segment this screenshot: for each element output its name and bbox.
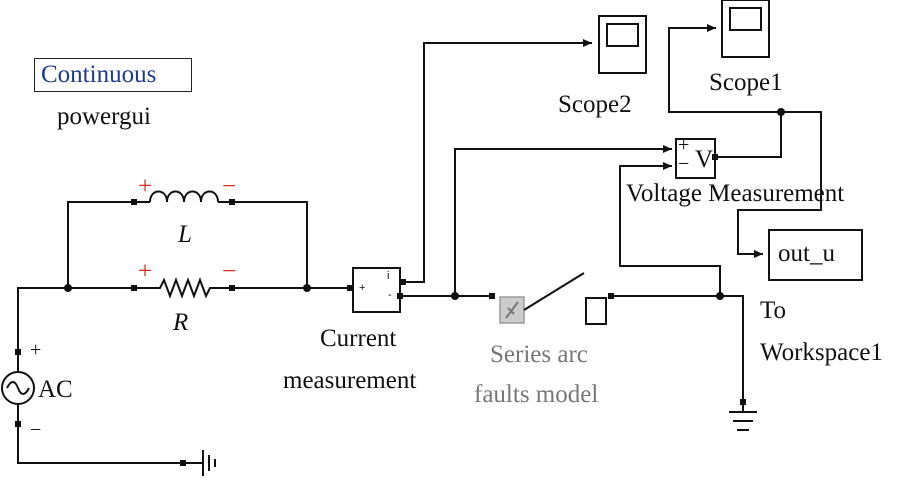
to-workspace-label-line2: Workspace1 <box>760 339 883 366</box>
sine-icon <box>6 381 30 395</box>
inductor-minus: − <box>222 173 237 200</box>
resistor-plus: + <box>138 258 153 285</box>
inductor-plus: + <box>138 173 153 200</box>
scope1-block[interactable] <box>721 0 770 58</box>
voltage-meas-port-minus: − <box>678 153 690 175</box>
scope2-label: Scope2 <box>558 91 632 118</box>
voltage-measurement-block[interactable] <box>675 138 718 179</box>
to-workspace-label-line1: To <box>760 297 787 324</box>
current-meas-port-plus: + <box>359 282 366 294</box>
series-arc-fault-block[interactable] <box>489 272 614 325</box>
resistor-minus: − <box>222 258 237 285</box>
resistor-block[interactable] <box>131 277 235 299</box>
ac-plus: + <box>30 339 42 361</box>
current-measurement-block[interactable] <box>347 267 406 313</box>
current-meas-port-i: i <box>387 270 390 282</box>
voltage-meas-label: Voltage Measurement <box>626 180 845 207</box>
ac-label: AC <box>38 376 73 403</box>
current-meas-port-minus: - <box>388 289 392 301</box>
arc-fault-label-line2: faults model <box>474 381 599 408</box>
wires <box>17 24 822 464</box>
to-workspace-block[interactable] <box>768 229 863 281</box>
voltage-meas-port-plus: + <box>678 134 690 156</box>
current-meas-label-line1: Current <box>320 325 397 352</box>
to-workspace-var: out_u <box>778 240 835 267</box>
arc-fault-label-line1: Series arc <box>490 341 588 368</box>
scope1-label: Scope1 <box>709 69 783 96</box>
powergui-mode-box[interactable] <box>34 58 192 92</box>
inductor-label: L <box>178 221 192 248</box>
scope-screen-icon <box>606 23 639 47</box>
voltage-meas-symbol: V <box>695 146 714 173</box>
scope2-block[interactable] <box>598 15 647 74</box>
ac-minus: − <box>30 419 42 441</box>
ac-source-block[interactable] <box>1 349 35 427</box>
scope-screen-icon <box>729 7 762 31</box>
inductor-block[interactable] <box>131 190 235 206</box>
ground-block-left[interactable] <box>180 450 216 476</box>
resistor-label: R <box>173 309 189 336</box>
powergui-label: powergui <box>57 103 151 130</box>
current-meas-label-line2: measurement <box>283 367 417 394</box>
arc-icon <box>505 301 519 319</box>
junctions <box>64 108 785 300</box>
powergui-mode: Continuous <box>41 61 157 88</box>
ground-block-right[interactable] <box>729 399 757 431</box>
